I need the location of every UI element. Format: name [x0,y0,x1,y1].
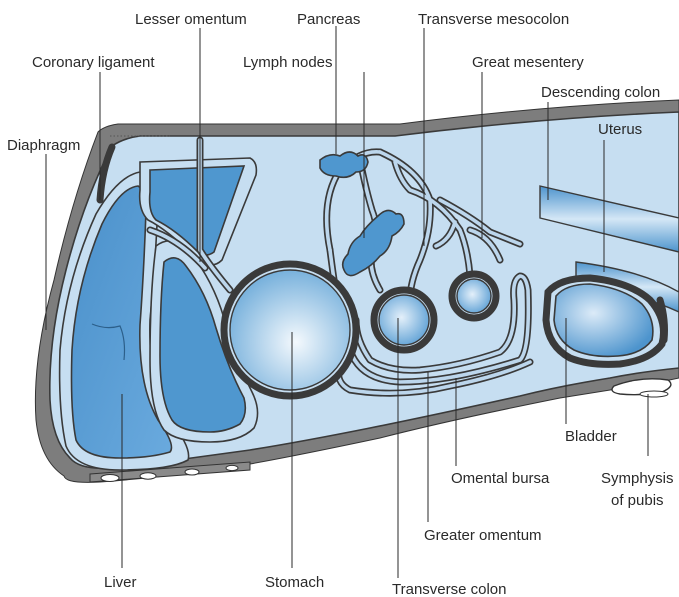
label-omental-bursa: Omental bursa [451,470,550,487]
label-liver: Liver [104,574,137,591]
label-pancreas: Pancreas [297,11,360,28]
label-transverse-colon: Transverse colon [392,581,507,597]
stomach [230,270,350,390]
label-coronary-ligament: Coronary ligament [32,54,155,71]
label-diaphragm: Diaphragm [7,137,80,154]
label-great-mesentery: Great mesentery [472,54,584,71]
transverse-colon [379,295,429,345]
label-uterus: Uterus [598,121,642,138]
label-transverse-mesocolon: Transverse mesocolon [418,11,569,28]
label-lesser-omentum: Lesser omentum [135,11,247,28]
label-descending-colon: Descending colon [541,84,660,101]
symphysis-inner [640,391,668,397]
label-symphysis-line2: of pubis [611,492,664,509]
label-lymph-nodes: Lymph nodes [243,54,333,71]
intestine-loop [457,279,491,313]
label-greater-omentum: Greater omentum [424,527,542,544]
label-stomach: Stomach [265,574,324,591]
label-symphysis-line1: Symphysis [601,470,674,487]
label-bladder: Bladder [565,428,617,445]
